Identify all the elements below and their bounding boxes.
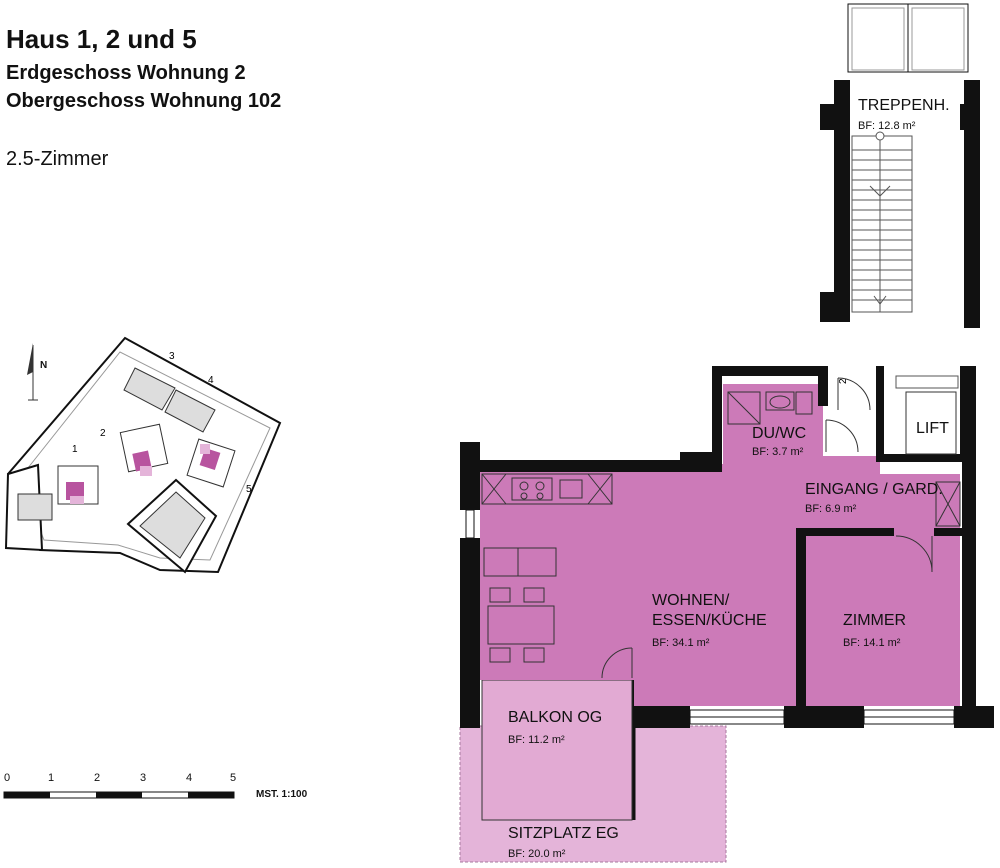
room-wohnen-name-2: ESSEN/KÜCHE (652, 612, 767, 629)
scale-bar (3, 791, 235, 799)
site-building-3 (123, 367, 176, 411)
room-sitzplatz-area: BF: 20.0 m² (508, 848, 566, 860)
scale-tick-3: 3 (140, 772, 147, 784)
doors (601, 377, 961, 679)
room-du-wc-area: BF: 3.7 m² (752, 446, 804, 458)
house-number-1: 1 (72, 444, 78, 455)
floor-unit-line-2: Obergeschoss Wohnung 102 (6, 90, 282, 112)
floor-unit-line-1: Erdgeschoss Wohnung 2 (6, 62, 246, 84)
scale-tick-2: 2 (94, 772, 101, 784)
room-balkon (481, 679, 633, 821)
scale-tick-1: 1 (48, 772, 55, 784)
scale-tick-5: 5 (230, 772, 237, 784)
room-eingang-name: EINGANG / GARD. (805, 481, 943, 498)
unit-fill (480, 456, 960, 706)
house-number-3: 3 (169, 351, 175, 362)
scale-tick-0: 0 (4, 772, 11, 784)
north-arrow-icon (27, 343, 38, 401)
house-number-2: 2 (100, 428, 106, 439)
room-treppenhaus-area: BF: 12.8 m² (858, 120, 916, 132)
room-count: 2.5-Zimmer (6, 148, 109, 170)
walls (460, 366, 994, 728)
house-number-4: 4 (208, 375, 214, 386)
room-balkon-area: BF: 11.2 m² (508, 734, 565, 746)
room-sitzplatz-name: SITZPLATZ EG (508, 825, 619, 842)
site-plan: 3 4 1 2 5 (4, 336, 282, 574)
house-number-5: 5 (246, 484, 252, 495)
room-lift-name: LIFT (916, 420, 949, 437)
room-balkon-name: BALKON OG (508, 709, 603, 726)
room-treppenhaus-name: TREPPENH. (858, 97, 950, 114)
kitchen-counter (481, 473, 613, 505)
room-zimmer-area: BF: 14.1 m² (843, 637, 901, 649)
bathroom-fixtures (727, 391, 813, 425)
site-building-4 (164, 389, 216, 433)
scale-tick-4: 4 (186, 772, 193, 784)
room-eingang-area: BF: 6.9 m² (805, 503, 857, 515)
room-wohnen-name-1: WOHNEN/ (652, 592, 730, 609)
room-wohnen-area: BF: 34.1 m² (652, 637, 710, 649)
page-title: Haus 1, 2 und 5 (6, 24, 197, 54)
lift-shaft (876, 366, 976, 462)
stairwell (820, 3, 980, 328)
scale-label: MST. 1:100 (256, 789, 308, 800)
room-zimmer-name: ZIMMER (843, 612, 907, 629)
north-label: N (40, 360, 48, 371)
room-du-wc-name: DU/WC (752, 425, 807, 442)
door-number: 2 (838, 378, 849, 384)
dining-furniture (483, 547, 557, 663)
